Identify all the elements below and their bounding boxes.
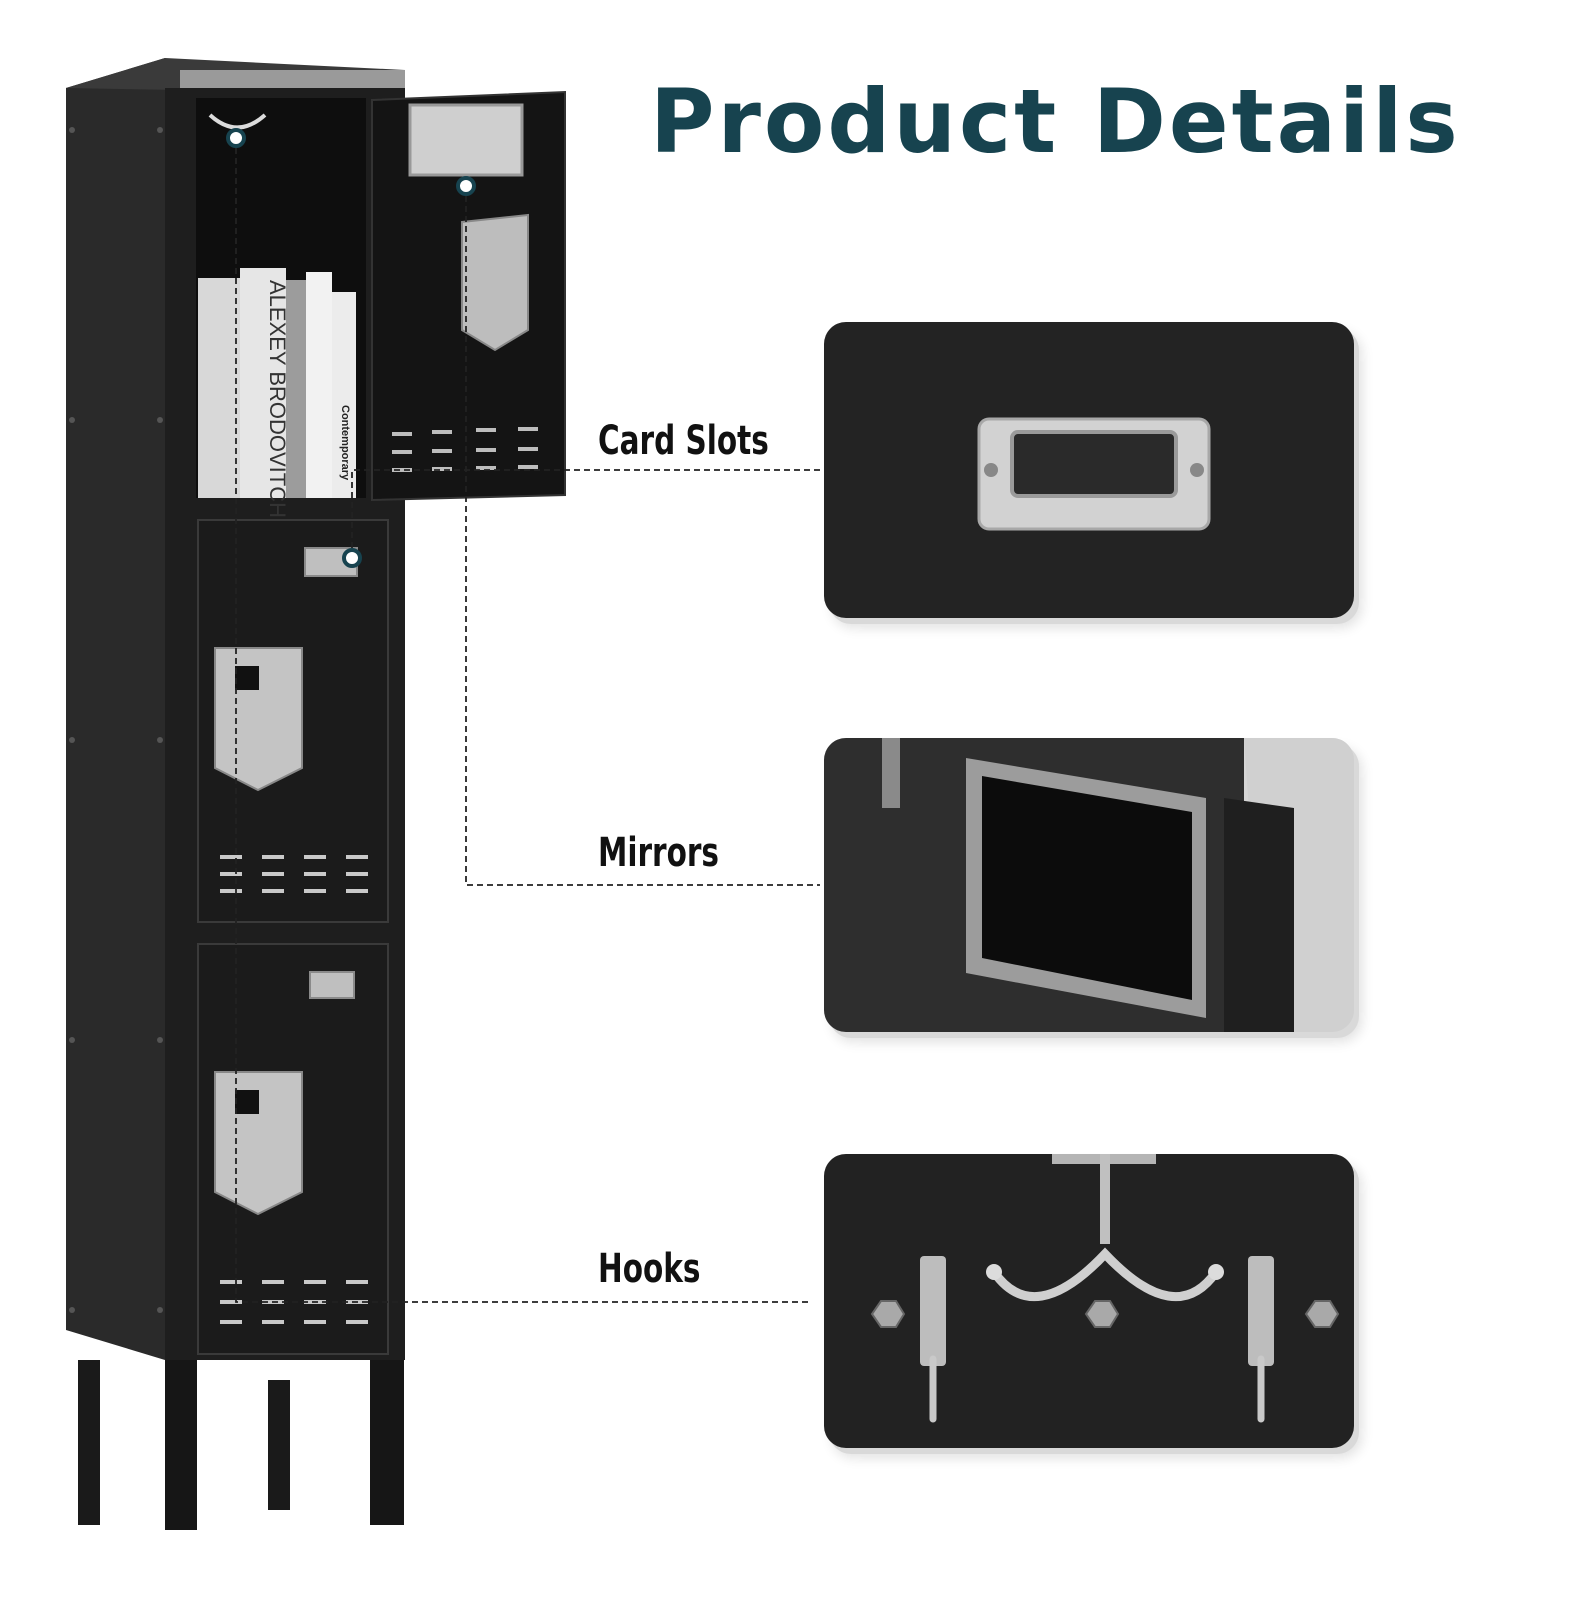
book — [198, 278, 242, 498]
book — [240, 268, 286, 498]
bottom-card-slot — [309, 971, 355, 999]
door-latch — [461, 213, 529, 352]
card-slots-label: Card Slots — [598, 418, 769, 464]
side-rivets — [69, 127, 163, 1313]
compartment-hook — [208, 113, 267, 130]
hooks-panel — [824, 1154, 1354, 1448]
mirror-icon — [824, 738, 1354, 1032]
book-spine-text: Contemporary — [339, 405, 351, 481]
locker-leg-front-right — [370, 1360, 404, 1525]
locker-top-edge — [180, 70, 405, 92]
door-mirror — [408, 103, 524, 177]
locker-leg-back — [268, 1380, 290, 1510]
door-vents — [392, 427, 538, 472]
bottom-lock — [235, 1090, 259, 1114]
book-spine-text: ALEXEY BRODOVITCH — [265, 280, 290, 518]
book — [332, 292, 356, 498]
middle-door-vents — [220, 855, 368, 893]
middle-lock — [235, 666, 259, 690]
card-slots-panel — [824, 322, 1354, 618]
locker-leg-left — [78, 1360, 100, 1525]
mirrors-panel — [824, 738, 1354, 1032]
hook-icon — [870, 1154, 1340, 1423]
connector-dots — [226, 128, 476, 568]
hooks-label: Hooks — [598, 1246, 701, 1292]
book — [286, 280, 306, 498]
locker-leg-front-left — [165, 1360, 197, 1530]
locker-side-panel — [66, 58, 165, 1360]
mirrors-label: Mirrors — [598, 830, 720, 876]
book — [306, 272, 332, 498]
page-title: Product Details — [650, 70, 1461, 173]
connector-lines — [235, 138, 820, 1303]
card-slot-icon — [977, 417, 1211, 531]
